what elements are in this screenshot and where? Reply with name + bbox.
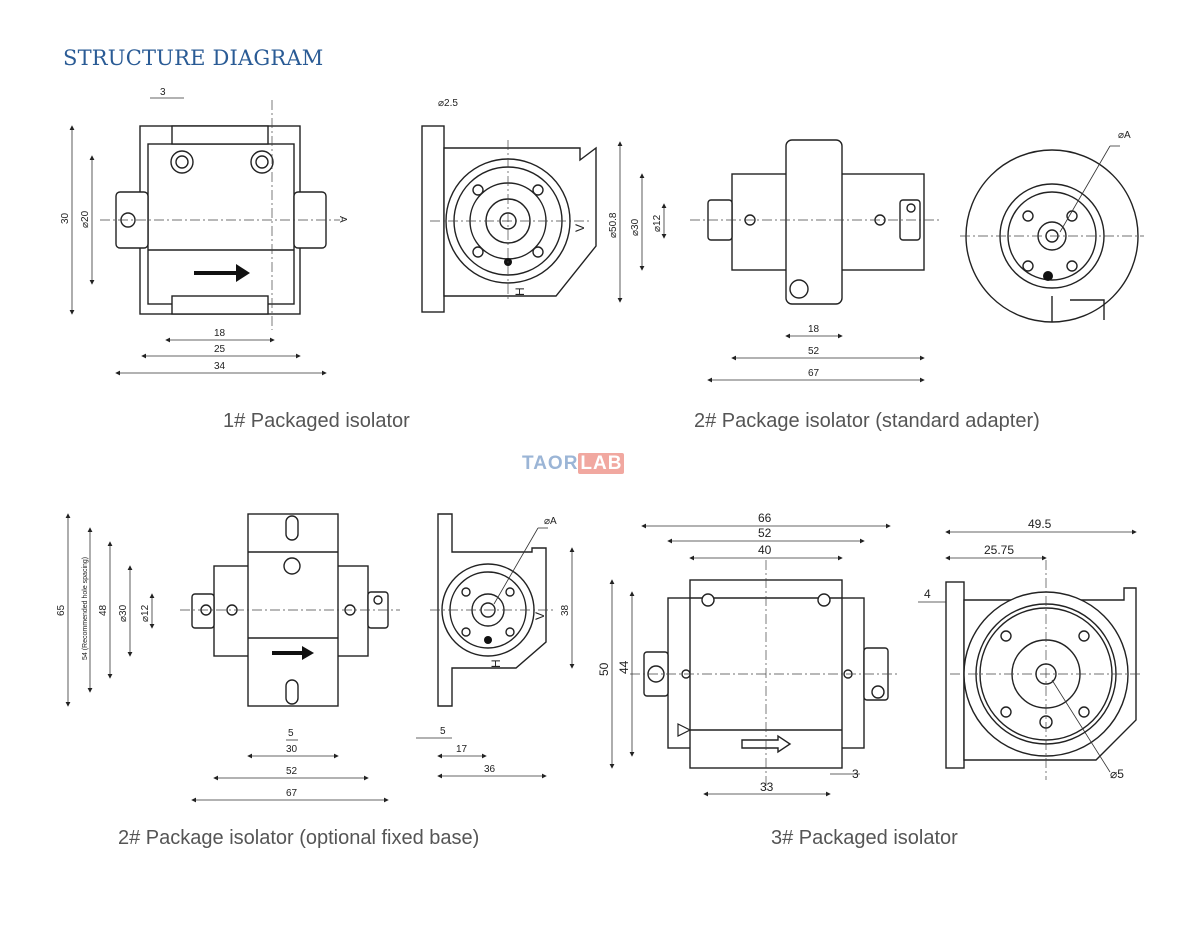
isolator-1-front-view: 3 30 ⌀20 A 18 25 34 xyxy=(60,87,348,376)
svg-text:67: 67 xyxy=(286,788,298,799)
svg-text:4: 4 xyxy=(924,587,931,601)
svg-text:52: 52 xyxy=(808,346,820,357)
svg-text:49.5: 49.5 xyxy=(1028,517,1052,531)
svg-text:50: 50 xyxy=(597,662,611,676)
svg-text:65: 65 xyxy=(56,604,67,616)
svg-text:33: 33 xyxy=(760,780,774,794)
svg-text:V: V xyxy=(533,612,547,620)
svg-text:⌀5: ⌀5 xyxy=(1110,767,1124,781)
svg-text:30: 30 xyxy=(286,744,298,755)
isolator-4-front-view: 66 52 40 50 44 3 33 xyxy=(597,511,900,797)
svg-text:48: 48 xyxy=(98,604,109,616)
svg-text:52: 52 xyxy=(286,766,298,777)
svg-text:V: V xyxy=(573,224,587,232)
svg-text:⌀2.5: ⌀2.5 xyxy=(438,98,458,109)
svg-text:25.75: 25.75 xyxy=(984,543,1014,557)
svg-text:⌀A: ⌀A xyxy=(1118,130,1131,141)
svg-text:5: 5 xyxy=(440,726,446,737)
svg-text:A: A xyxy=(337,216,348,223)
svg-text:18: 18 xyxy=(214,328,226,339)
caption-2: 2# Package isolator (standard adapter) xyxy=(694,410,1040,432)
isolator-1-side-view: ⌀2.5 H V xyxy=(421,98,597,313)
caption-1: 1# Packaged isolator xyxy=(223,410,410,432)
svg-text:⌀A: ⌀A xyxy=(544,516,557,527)
isolator-3-front-view: 65 54 (Recommended hole spacing) 48 ⌀30 … xyxy=(56,513,400,803)
svg-text:⌀12: ⌀12 xyxy=(652,214,663,232)
caption-3: 2# Package isolator (optional fixed base… xyxy=(118,827,480,849)
svg-text:3: 3 xyxy=(852,767,859,781)
isolator-4-side-view: 49.5 25.75 4 ⌀5 xyxy=(918,517,1140,781)
svg-text:30: 30 xyxy=(60,212,71,224)
svg-text:H: H xyxy=(513,287,527,296)
isolator-3-side-view: ⌀A 38 H V 5 17 36 xyxy=(416,513,575,779)
svg-text:⌀20: ⌀20 xyxy=(80,210,91,228)
isolator-2-end-view: ⌀A xyxy=(960,130,1144,323)
page-title: STRUCTURE DIAGRAM xyxy=(63,46,324,70)
svg-text:34: 34 xyxy=(214,361,226,372)
svg-text:⌀30: ⌀30 xyxy=(630,218,641,236)
svg-text:54 (Recommended hole spacing): 54 (Recommended hole spacing) xyxy=(82,557,89,660)
svg-text:17: 17 xyxy=(456,744,468,755)
svg-text:66: 66 xyxy=(758,511,772,525)
svg-text:67: 67 xyxy=(808,368,820,379)
caption-4: 3# Packaged isolator xyxy=(771,827,958,849)
svg-text:40: 40 xyxy=(758,543,772,557)
svg-text:3: 3 xyxy=(160,87,166,98)
isolator-2-front-view: ⌀50.8 ⌀30 ⌀12 18 52 67 xyxy=(608,139,940,383)
svg-text:44: 44 xyxy=(617,660,631,674)
svg-text:18: 18 xyxy=(808,324,820,335)
svg-text:25: 25 xyxy=(214,344,226,355)
svg-text:H: H xyxy=(489,659,503,668)
svg-text:36: 36 xyxy=(484,764,496,775)
svg-text:38: 38 xyxy=(560,604,571,616)
svg-text:⌀12: ⌀12 xyxy=(140,604,151,622)
svg-text:5: 5 xyxy=(288,728,294,739)
svg-text:⌀30: ⌀30 xyxy=(118,604,129,622)
svg-text:⌀50.8: ⌀50.8 xyxy=(608,212,619,238)
svg-text:52: 52 xyxy=(758,526,772,540)
